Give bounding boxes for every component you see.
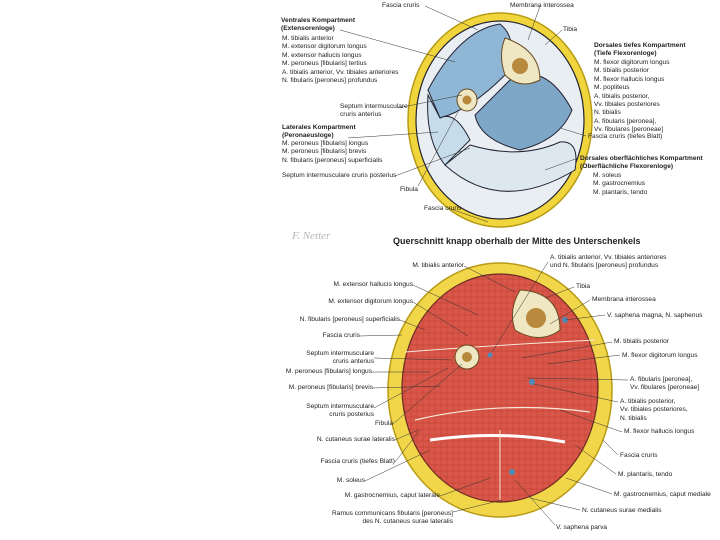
label-tibialis-anterior: M. tibialis anterior <box>412 262 464 270</box>
label-ventral-compartment: Ventrales Kompartment (Extensorenloge) <box>281 17 355 34</box>
label-cutaneus-surae-lateralis: N. cutaneus surae lateralis <box>317 436 395 444</box>
label-fibularis-superficialis: N. fibularis [peroneus] superficialis <box>300 316 400 324</box>
fibula-marrow <box>463 96 472 105</box>
label-soleus: M. soleus <box>337 477 365 485</box>
label-septum-anterius: Septum intermusculare cruris anterius <box>306 350 374 367</box>
anterior-tibial-vessels <box>488 353 493 358</box>
muscle-cross-section <box>388 263 612 517</box>
label-peroneus-longus: M. peroneus [fibularis] longus <box>286 368 372 376</box>
label-fascia-deep: Fascia cruris (tiefes Blatt) <box>588 133 662 141</box>
label-tibialis-posterior: M. tibialis posterior <box>614 338 669 346</box>
label-superficial-posterior-compartment: Dorsales oberflächliches Kompartment (Ob… <box>580 155 703 172</box>
label-membrana-interossea: Membrana interossea <box>592 296 656 304</box>
label-extensor-digitorum-longus: M. extensor digitorum longus <box>328 298 413 306</box>
label-fascia-cruris-left: Fascia cruris <box>323 332 360 340</box>
section-title: Querschnitt knapp oberhalb der Mitte des… <box>393 236 641 246</box>
label-septum-posterius: Septum intermusculare cruris posterius <box>306 403 374 420</box>
label-septum-posterius: Septum intermusculare cruris posterius <box>282 172 396 180</box>
label-lateral-contents: M. peroneus [fibularis] longus M. perone… <box>282 140 382 165</box>
signature-text: F. Netter <box>292 230 330 242</box>
label-ramus-communicans: Ramus communicans fibularis [peroneus] d… <box>332 510 453 527</box>
label-membrana-interossea: Membrana interossea <box>510 2 574 10</box>
label-flexor-digitorum-longus: M. flexor digitorum longus <box>622 352 698 360</box>
label-tibia: Tibia <box>563 26 577 34</box>
label-fascia-deep: Fascia cruris (tiefes Blatt) <box>321 458 395 466</box>
label-peroneus-brevis: M. peroneus [fibularis] brevis <box>289 384 373 392</box>
label-fibula: Fibula <box>375 420 393 428</box>
label-flexor-hallucis-longus: M. flexor hallucis longus <box>624 428 694 436</box>
label-posterior-tibial-neurovascular: A. tibialis posterior, Vv. tibiales post… <box>620 398 688 423</box>
compartment-diagram <box>408 13 592 227</box>
label-fibula: Fibula <box>400 186 418 194</box>
label-tibia: Tibia <box>576 283 590 291</box>
label-anterior-tibial-neurovascular: A. tibialis anterior, Vv. tibiales anter… <box>550 254 666 271</box>
label-fibular-vessels: A. fibularis [peronea], Vv. fibulares [p… <box>630 376 699 393</box>
label-deep-posterior-contents: M. flexor digitorum longus M. tibialis p… <box>594 59 670 135</box>
small-saphenous-vein <box>509 469 515 475</box>
label-extensor-hallucis-longus: M. extensor hallucis longus <box>333 281 413 289</box>
label-lateral-compartment: Laterales Kompartment (Peronaeusloge) <box>282 124 356 141</box>
label-fascia-cruris: Fascia cruris <box>382 2 419 10</box>
label-deep-posterior-compartment: Dorsales tiefes Kompartment (Tiefe Flexo… <box>594 42 686 59</box>
artist-signature: F. Netter <box>292 230 330 242</box>
label-fascia-cruris-right: Fascia cruris <box>620 452 657 460</box>
tibia-marrow <box>512 58 528 74</box>
tibia-marrow <box>526 308 546 328</box>
label-fascia-cruris-bottom: Fascia cruris <box>424 205 461 213</box>
label-gastrocnemius-medial: M. gastrocnemius, caput mediale <box>614 491 711 499</box>
label-gastrocnemius-lateral: M. gastrocnemius, caput laterale <box>345 492 440 500</box>
fibula-marrow <box>462 352 472 362</box>
label-cutaneus-surae-medialis: N. cutaneus surae medialis <box>582 507 662 515</box>
label-septum-anterius: Septum intermusculare cruris anterius <box>340 103 408 120</box>
label-saphena-magna: V. saphena magna, N. saphenus <box>607 312 702 320</box>
label-superficial-posterior-contents: M. soleus M. gastrocnemius M. plantaris,… <box>593 172 647 197</box>
label-saphena-parva: V. saphena parva <box>556 524 607 532</box>
label-plantaris-tendo: M. plantaris, tendo <box>618 471 672 479</box>
label-ventral-contents: M. tibialis anterior M. extensor digitor… <box>282 35 398 85</box>
